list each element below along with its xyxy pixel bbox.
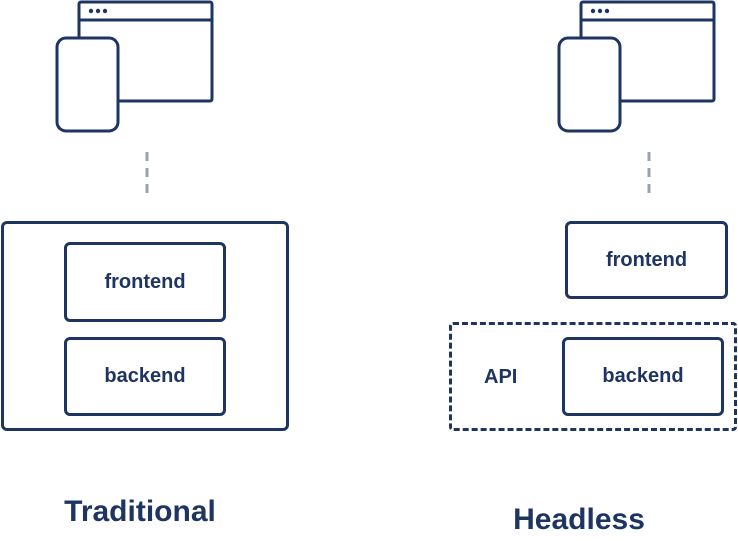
headless-api-dashed-container [449, 322, 737, 431]
traditional-caption: Traditional [64, 495, 216, 528]
headless-frontend-box: frontend [565, 221, 728, 299]
headless-backend-box: backend [562, 337, 724, 416]
headless-caption: Headless [513, 503, 645, 536]
traditional-backend-box: backend [64, 337, 226, 416]
traditional-frontend-label: frontend [104, 270, 186, 293]
traditional-mobile-phone-icon [55, 36, 120, 133]
traditional-frontend-box: frontend [64, 242, 226, 322]
headless-backend-label: backend [602, 365, 684, 387]
headless-frontend-label: frontend [605, 248, 688, 271]
headless-mobile-phone-icon [557, 36, 622, 133]
traditional-backend-label: backend [104, 365, 186, 387]
headless-api-label: API [484, 366, 518, 388]
